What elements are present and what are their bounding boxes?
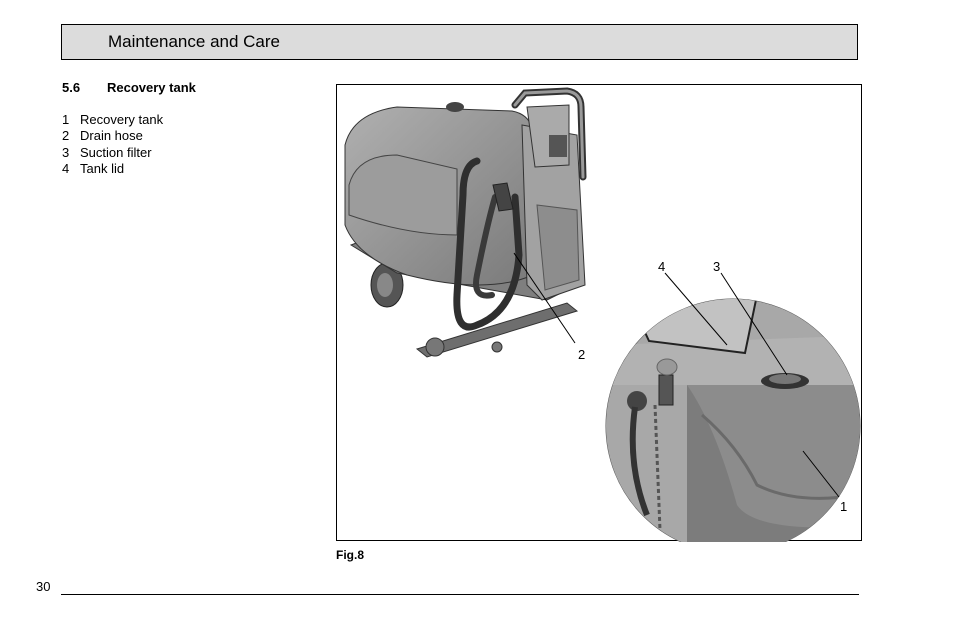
page-title: Maintenance and Care [108,32,281,51]
header-bar: Maintenance and Care [61,24,858,60]
legend-item-label: Suction filter [80,144,152,160]
legend-item-number: 3 [62,144,70,160]
callout-line-1 [802,450,840,498]
legend-item-number: 1 [62,112,70,127]
figure-caption: Fig.8 [336,548,365,562]
scrubber-machine [344,87,587,358]
recovery-tank-detail [605,298,861,542]
footer-rule [61,594,859,595]
legend-item-label: Tank lid [80,160,125,176]
callout-label-4: 4 [658,259,665,274]
callout-line-4 [664,272,728,346]
legend-item-number: 4 [62,160,70,176]
legend-item-number: 2 [62,128,70,144]
page-number: 30 [36,579,51,594]
callout-label-1: 1 [840,499,847,514]
section-heading: 5.6 Recovery tank [62,80,196,95]
legend-item: 4 Tank lid [62,161,163,177]
section-number: 5.6 [62,80,81,95]
legend-item: 1 Recovery tank [62,112,163,128]
scrubber-illustration: 2 4 3 1 [344,87,861,542]
section-title: Recovery tank [107,80,196,95]
callout-line-2 [513,252,576,344]
callout-label-3: 3 [713,259,720,274]
legend-item: 3 Suction filter [62,145,163,161]
callout-line-3 [720,272,788,376]
legend-item: 2 Drain hose [62,128,163,144]
legend-item-label: Recovery tank [80,112,164,127]
legend-item-label: Drain hose [80,128,143,144]
parts-legend: 1 Recovery tank 2 Drain hose 3 Suction filt… [62,112,163,177]
callout-label-2: 2 [578,347,585,362]
figure-frame: 2 4 3 1 [336,84,862,542]
